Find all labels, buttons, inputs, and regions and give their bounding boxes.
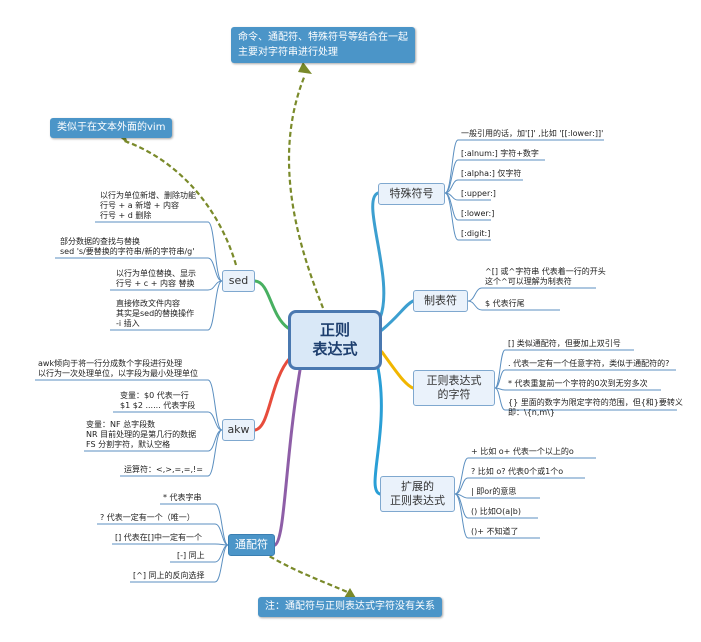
sed-item-line: 行号 + c + 内容 替换 bbox=[116, 279, 195, 288]
awk-item-line: 以行为一次处理单位，以字段为最小处理单位 bbox=[38, 369, 198, 378]
regchars-item: . 代表一定有一个任意字符，类似于通配符的? bbox=[508, 359, 670, 368]
sed-item-line: 以行为单位替换、显示 bbox=[116, 269, 196, 278]
branch-line-regchars bbox=[380, 350, 415, 390]
special-item: [:lower:] bbox=[461, 209, 495, 218]
awk-item-line: 变量：$0 代表一行 bbox=[120, 391, 189, 400]
sed-item: 部分数据的查找与替换 sed 's/要替换的字符串/新的字符串/g' bbox=[60, 237, 194, 257]
special-item: [:alpha:] 仅字符 bbox=[461, 169, 522, 178]
awk-item: 变量：NF 总字段数 NR 目前处理的是第几行的数据 FS 分割字符，默认空格 bbox=[86, 420, 196, 450]
regchars-item: [] 类似通配符，但要加上双引号 bbox=[508, 339, 621, 348]
branch-line-tab bbox=[380, 299, 415, 332]
central-topic: 正则 表达式 bbox=[288, 310, 382, 370]
awk-item: awk倾向于将一行分成数个字段进行处理 以行为一次处理单位，以字段为最小处理单位 bbox=[38, 359, 198, 379]
regchars-item: {} 里面的数字为限定字符的范围，但{和}要转义 即：\{n,m\} bbox=[508, 398, 683, 418]
sed-item: 以行为单位新增、删除功能 行号 + a 新增 + 内容 行号 + d 删除 bbox=[100, 191, 196, 221]
special-item: [:digit:] bbox=[461, 229, 491, 238]
extended-item: + 比如 o+ 代表一个以上的o bbox=[471, 447, 574, 456]
sed-item-line: 以行为单位新增、删除功能 bbox=[100, 191, 196, 200]
arrow-head-bottom bbox=[344, 588, 356, 598]
branch-sed: sed bbox=[222, 270, 255, 292]
awk-item-line: FS 分割字符，默认空格 bbox=[86, 440, 171, 449]
extended-item: ()+ 不知道了 bbox=[471, 527, 519, 536]
special-item: 一般引用的话，加'[]' ,比如 '[[:lower:]]' bbox=[461, 129, 604, 138]
awk-item-line: NR 目前处理的是第几行的数据 bbox=[86, 430, 197, 439]
tab-item: ^[] 或^字符串 代表着一行的开头 这个^可以理解为制表符 bbox=[485, 267, 606, 287]
wildcard-item: * 代表字串 bbox=[163, 493, 202, 502]
note-top-line2: 主要对字符串进行处理 bbox=[238, 47, 338, 58]
branch-extended: 扩展的 正则表达式 bbox=[380, 476, 455, 512]
branch-line-special bbox=[371, 191, 386, 320]
note-top: 命令、通配符、特殊符号等结合在一起 主要对字符串进行处理 bbox=[231, 27, 415, 63]
branch-wildcard: 通配符 bbox=[228, 534, 275, 556]
branch-line-awk bbox=[253, 356, 292, 432]
central-topic-label: 正则 表达式 bbox=[312, 321, 358, 358]
awk-item-line: 变量：NF 总字段数 bbox=[86, 420, 156, 429]
awk-item: 运算符：<,>,=,=,!= bbox=[124, 465, 203, 474]
note-bottom: 注：通配符与正则表达式字符没有关系 bbox=[258, 597, 442, 617]
branch-special: 特殊符号 bbox=[378, 183, 445, 205]
sed-item-line: -i 插入 bbox=[116, 319, 140, 328]
sed-item-line: 行号 + d 删除 bbox=[100, 211, 152, 220]
relation-vim bbox=[121, 138, 238, 266]
sed-item-line: 其实是sed的替换操作 bbox=[116, 309, 195, 318]
special-item: [:alnum:] 字符+数字 bbox=[461, 149, 539, 158]
sed-item-line: 直接修改文件内容 bbox=[116, 299, 180, 308]
extended-item: () 比如O(a|b) bbox=[471, 507, 521, 516]
extended-item: | 即or的意思 bbox=[471, 487, 517, 496]
regchars-item-line: 即：\{n,m\} bbox=[508, 408, 555, 417]
awk-item-line: awk倾向于将一行分成数个字段进行处理 bbox=[38, 359, 183, 368]
awk-item: 变量：$0 代表一行 $1 $2 ...... 代表字段 bbox=[120, 391, 195, 411]
tab-item-line: ^[] 或^字符串 代表着一行的开头 bbox=[485, 267, 606, 276]
wildcard-item: [] 代表在[]中一定有一个 bbox=[115, 533, 203, 542]
regchars-item: * 代表重复前一个字符的0次到无穷多次 bbox=[508, 379, 648, 388]
arrow-head-top bbox=[298, 62, 312, 74]
note-top-line1: 命令、通配符、特殊符号等结合在一起 bbox=[238, 32, 408, 43]
wildcard-item: [-] 同上 bbox=[177, 551, 205, 560]
branch-line-wildcard bbox=[273, 368, 302, 547]
sed-item-line: 部分数据的查找与替换 bbox=[60, 237, 140, 246]
note-vim: 类似于在文本外面的vim bbox=[50, 118, 173, 138]
branch-line-sed bbox=[253, 279, 290, 330]
sed-item: 以行为单位替换、显示 行号 + c + 内容 替换 bbox=[116, 269, 196, 289]
special-item: [:upper:] bbox=[461, 189, 496, 198]
relation-top bbox=[287, 74, 325, 309]
awk-item-line: $1 $2 ...... 代表字段 bbox=[120, 401, 196, 410]
sed-item-line: sed 's/要替换的字符串/新的字符串/g' bbox=[60, 247, 195, 256]
branch-tab: 制表符 bbox=[413, 290, 468, 312]
tab-item-line: 这个^可以理解为制表符 bbox=[485, 277, 572, 286]
sed-item: 直接修改文件内容 其实是sed的替换操作 -i 插入 bbox=[116, 299, 194, 329]
branch-line-extended bbox=[373, 366, 383, 496]
wildcard-item: ? 代表一定有一个（唯一） bbox=[100, 513, 195, 522]
regchars-item-line: {} 里面的数字为限定字符的范围，但{和}要转义 bbox=[508, 398, 683, 407]
wildcard-item: [^] 同上的反向选择 bbox=[133, 571, 205, 580]
branch-awk: akw bbox=[222, 419, 255, 441]
extended-item: ? 比如 o? 代表0个或1个o bbox=[471, 467, 564, 476]
sed-item-line: 行号 + a 新增 + 内容 bbox=[100, 201, 180, 210]
tab-item: $ 代表行尾 bbox=[485, 299, 525, 308]
branch-regchars: 正则表达式 的字符 bbox=[413, 370, 495, 406]
